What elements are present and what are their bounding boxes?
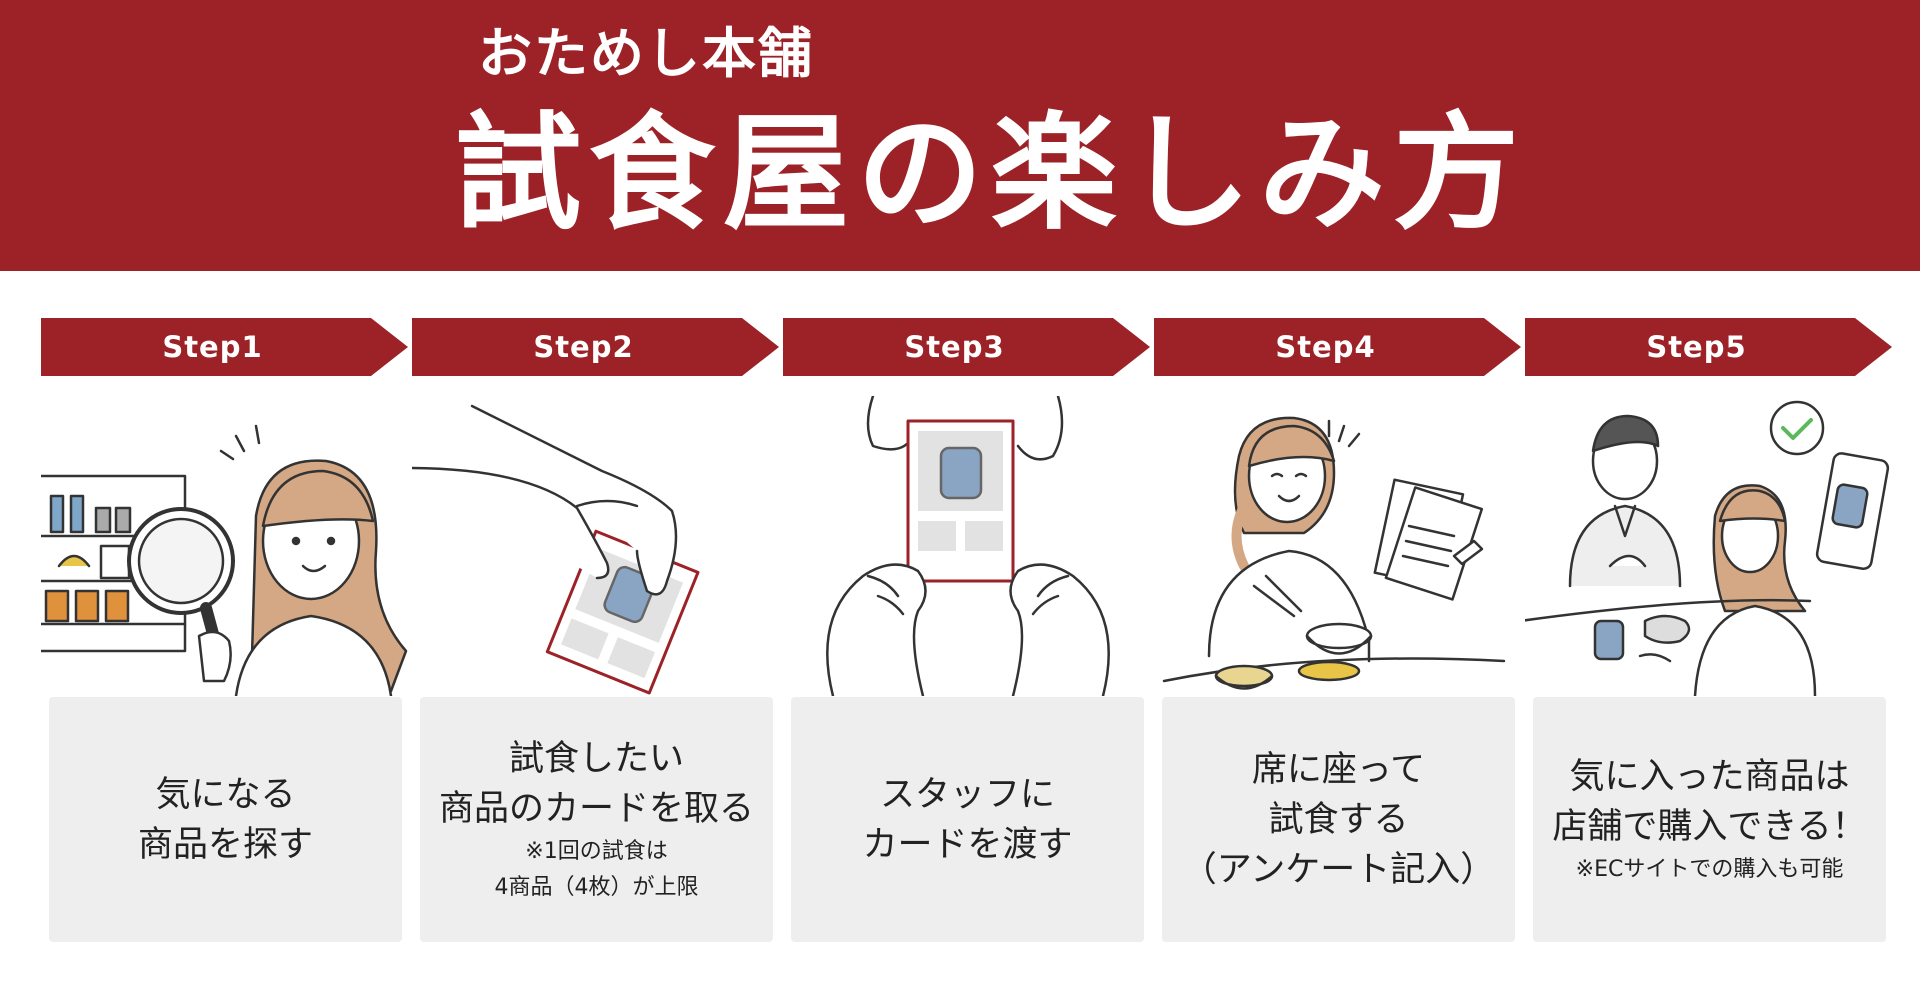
step-4-card: 席に座って 試食する （アンケート記入） — [1162, 697, 1515, 942]
step-4-text-line-1: 席に座って — [1251, 749, 1426, 790]
step-5-text-line-1: 気に入った商品は — [1569, 756, 1850, 797]
step-5-note-line-1: ※ECサイトでの購入も可能 — [1575, 856, 1844, 882]
step-4-banner: Step4 — [1154, 318, 1525, 376]
step-2-text-line-1: 試食したい — [508, 738, 684, 779]
arrow-banner-icon — [1154, 318, 1521, 376]
purchase-phone-icon — [1525, 396, 1896, 696]
step-4-text-line-2: 試食する — [1268, 799, 1409, 840]
step-2: Step2 試食したい 商品のカードを取る ※1回の試食は — [412, 0, 783, 1000]
step-3: Step3 スタッフに カードを渡す — [783, 0, 1154, 1000]
page-title: 試食屋の楽しみ方 — [455, 99, 1527, 247]
step-2-banner: Step2 — [412, 318, 783, 376]
step-1-text-line-1: 気になる — [155, 774, 296, 815]
step-1-label: Step1 — [162, 330, 263, 364]
step-2-note-line-2: 4商品（4枚）が上限 — [494, 874, 699, 900]
arrow-banner-icon — [412, 318, 779, 376]
step-2-text-line-2: 商品のカードを取る — [438, 788, 754, 829]
step-2-note-line-1: ※1回の試食は — [525, 838, 668, 864]
step-5-text-line-2: 店舗で購入できる！ — [1552, 806, 1867, 847]
step-2-card: 試食したい 商品のカードを取る ※1回の試食は 4商品（4枚）が上限 — [420, 697, 773, 942]
shelf-magnifier-icon — [41, 396, 412, 696]
step-1: Step1 — [41, 0, 412, 1000]
arrow-banner-icon — [783, 318, 1150, 376]
step-3-banner: Step3 — [783, 318, 1154, 376]
step-4-text-line-3: （アンケート記入） — [1181, 849, 1496, 890]
step-5-label: Step5 — [1646, 330, 1747, 364]
step-2-label: Step2 — [533, 330, 634, 364]
step-3-card: スタッフに カードを渡す — [791, 697, 1144, 942]
step-5-card: 気に入った商品は 店舗で購入できる！ ※ECサイトでの購入も可能 — [1533, 697, 1886, 942]
arrow-banner-icon — [41, 318, 408, 376]
brand-name: おためし本舗 — [478, 21, 814, 85]
step-4-label: Step4 — [1275, 330, 1376, 364]
arrow-banner-icon — [1525, 318, 1892, 376]
tasting-survey-icon — [1154, 396, 1525, 696]
step-5-banner: Step5 — [1525, 318, 1896, 376]
step-1-banner: Step1 — [41, 318, 412, 376]
handover-card-icon — [783, 396, 1154, 696]
step-1-text-line-2: 商品を探す — [137, 824, 313, 865]
step-3-text-line-1: スタッフに — [879, 774, 1055, 815]
step-4: Step4 — [1154, 0, 1525, 1000]
step-1-card: 気になる 商品を探す — [49, 697, 402, 942]
step-3-text-line-2: カードを渡す — [862, 824, 1073, 865]
header-banner: おためし本舗 試食屋の楽しみ方 — [0, 0, 1920, 271]
step-5: Step5 — [1525, 0, 1896, 1000]
step-3-label: Step3 — [904, 330, 1005, 364]
hand-card-icon — [412, 396, 783, 696]
